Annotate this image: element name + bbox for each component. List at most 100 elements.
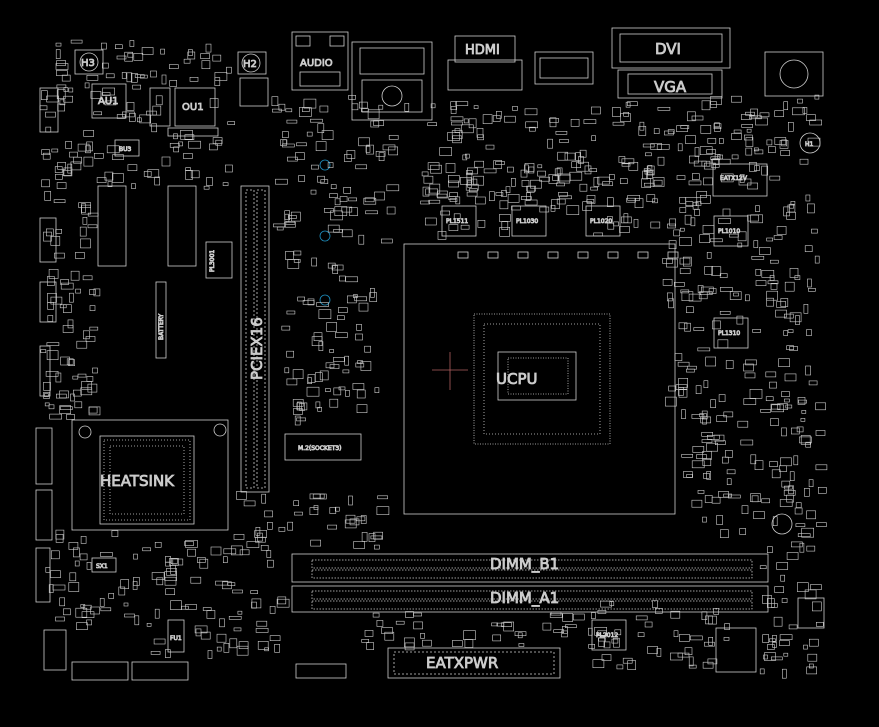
smd-component: [355, 362, 365, 368]
smd-component: [68, 582, 80, 592]
smd-component: [692, 446, 705, 453]
cpu-socket[interactable]: UCPU: [403, 243, 676, 515]
smd-component: [93, 111, 102, 116]
smd-component: [285, 221, 296, 225]
smd-component: [753, 511, 765, 519]
smd-component: [445, 163, 456, 173]
smd-component: [75, 607, 88, 618]
smd-component: [343, 187, 352, 194]
smd-component: [755, 117, 768, 126]
smd-component: [386, 206, 396, 215]
lan-usb-connector[interactable]: [351, 41, 433, 121]
smd-component: [207, 650, 213, 659]
smd-component: [68, 87, 74, 93]
chip-ou1[interactable]: OU1: [174, 87, 216, 127]
smd-component: [639, 121, 645, 131]
smd-component: [627, 660, 637, 670]
smd-component: [561, 630, 568, 638]
smd-component: [81, 611, 95, 619]
socket-capacitor: [517, 251, 529, 259]
smd-component: [45, 566, 51, 573]
smd-component: [783, 313, 794, 319]
h1-label: H1: [805, 141, 814, 148]
chip-bu3[interactable]: BU3: [114, 139, 140, 157]
smd-component: [688, 180, 702, 186]
chip-au1[interactable]: AU1: [91, 83, 127, 119]
smd-component: [609, 601, 615, 606]
smd-component: [766, 297, 774, 307]
fuse-fu1[interactable]: FU1: [167, 619, 185, 653]
smd-component: [269, 635, 281, 642]
eatx12v-connector[interactable]: EATX12V: [712, 163, 768, 197]
smd-component: [699, 234, 711, 243]
smd-component: [694, 209, 700, 216]
smd-component: [706, 149, 716, 154]
ps2-connector[interactable]: [764, 51, 824, 97]
dimm-slot-b1[interactable]: DIMM_B1: [291, 553, 769, 583]
smd-component: [505, 186, 511, 193]
m2-socket[interactable]: M.2(SOCKET3): [284, 433, 362, 461]
smd-component: [737, 231, 747, 242]
choke-pl1310[interactable]: PL1310: [713, 317, 749, 349]
vrm-area: PL1511 PL1030 PL1020 PL1010 PL1310 EATX1…: [441, 163, 768, 349]
chipset-heatsink[interactable]: HEATSINK: [71, 419, 229, 531]
dimm-b1-label: DIMM_B1: [490, 555, 559, 574]
smd-component: [388, 135, 399, 140]
smd-component: [797, 98, 803, 104]
smd-component: [783, 330, 789, 336]
smd-component: [806, 545, 816, 552]
choke-pl1030[interactable]: PL1030: [511, 205, 547, 237]
usb-connector[interactable]: [534, 51, 594, 85]
smd-component: [85, 336, 96, 342]
crystal-sx1[interactable]: SX1: [91, 557, 117, 573]
smd-component: [718, 138, 724, 144]
hdmi-connector[interactable]: HDMI: [447, 35, 523, 91]
audio-connector[interactable]: AUDIO: [291, 31, 349, 91]
smd-component: [152, 105, 162, 116]
smd-component: [793, 455, 799, 466]
smd-component: [255, 628, 269, 633]
pcie-x16-slot[interactable]: PCIEX16: [240, 185, 270, 493]
pl1310-label: PL1310: [718, 330, 740, 337]
smd-component: [80, 536, 87, 544]
dvi-connector[interactable]: DVI: [611, 27, 731, 69]
dimm-slot-a1[interactable]: DIMM_A1: [291, 585, 769, 613]
smd-component: [370, 120, 380, 128]
eatx-power-connector[interactable]: EATXPWR: [387, 647, 561, 679]
vga-connector[interactable]: VGA: [617, 69, 723, 99]
smd-component: [126, 102, 135, 111]
smd-component: [815, 621, 824, 627]
smd-component: [89, 289, 96, 295]
smd-component: [133, 52, 144, 61]
smd-component: [501, 190, 507, 197]
smd-component: [154, 541, 162, 548]
smd-component: [54, 252, 65, 259]
smd-component: [805, 365, 811, 376]
heatsink-label: HEATSINK: [100, 472, 175, 490]
choke-pl1511[interactable]: PL1511: [441, 205, 477, 237]
battery-holder[interactable]: BATTERY: [155, 281, 167, 359]
smd-component: [681, 409, 686, 420]
smd-component: [267, 559, 274, 568]
smd-component: [725, 360, 734, 369]
mount-hole-h2[interactable]: H2: [237, 51, 267, 75]
pcie-label: PCIEX16: [248, 317, 266, 380]
smd-component: [351, 103, 359, 111]
smd-component: [284, 367, 290, 374]
smd-component: [288, 215, 297, 219]
smd-component: [473, 105, 479, 109]
mount-hole-h3[interactable]: H3: [74, 49, 104, 75]
smd-component: [321, 130, 334, 140]
smd-component: [55, 42, 62, 47]
smd-component: [65, 141, 72, 149]
smd-component: [620, 113, 631, 122]
smd-component: [555, 131, 568, 135]
smd-component: [56, 182, 67, 189]
smd-component: [112, 154, 124, 160]
smd-component: [345, 276, 358, 283]
smd-component: [286, 310, 296, 315]
smd-component: [188, 49, 193, 56]
smd-component: [816, 522, 827, 527]
smd-component: [294, 511, 303, 516]
smd-component: [799, 542, 805, 553]
